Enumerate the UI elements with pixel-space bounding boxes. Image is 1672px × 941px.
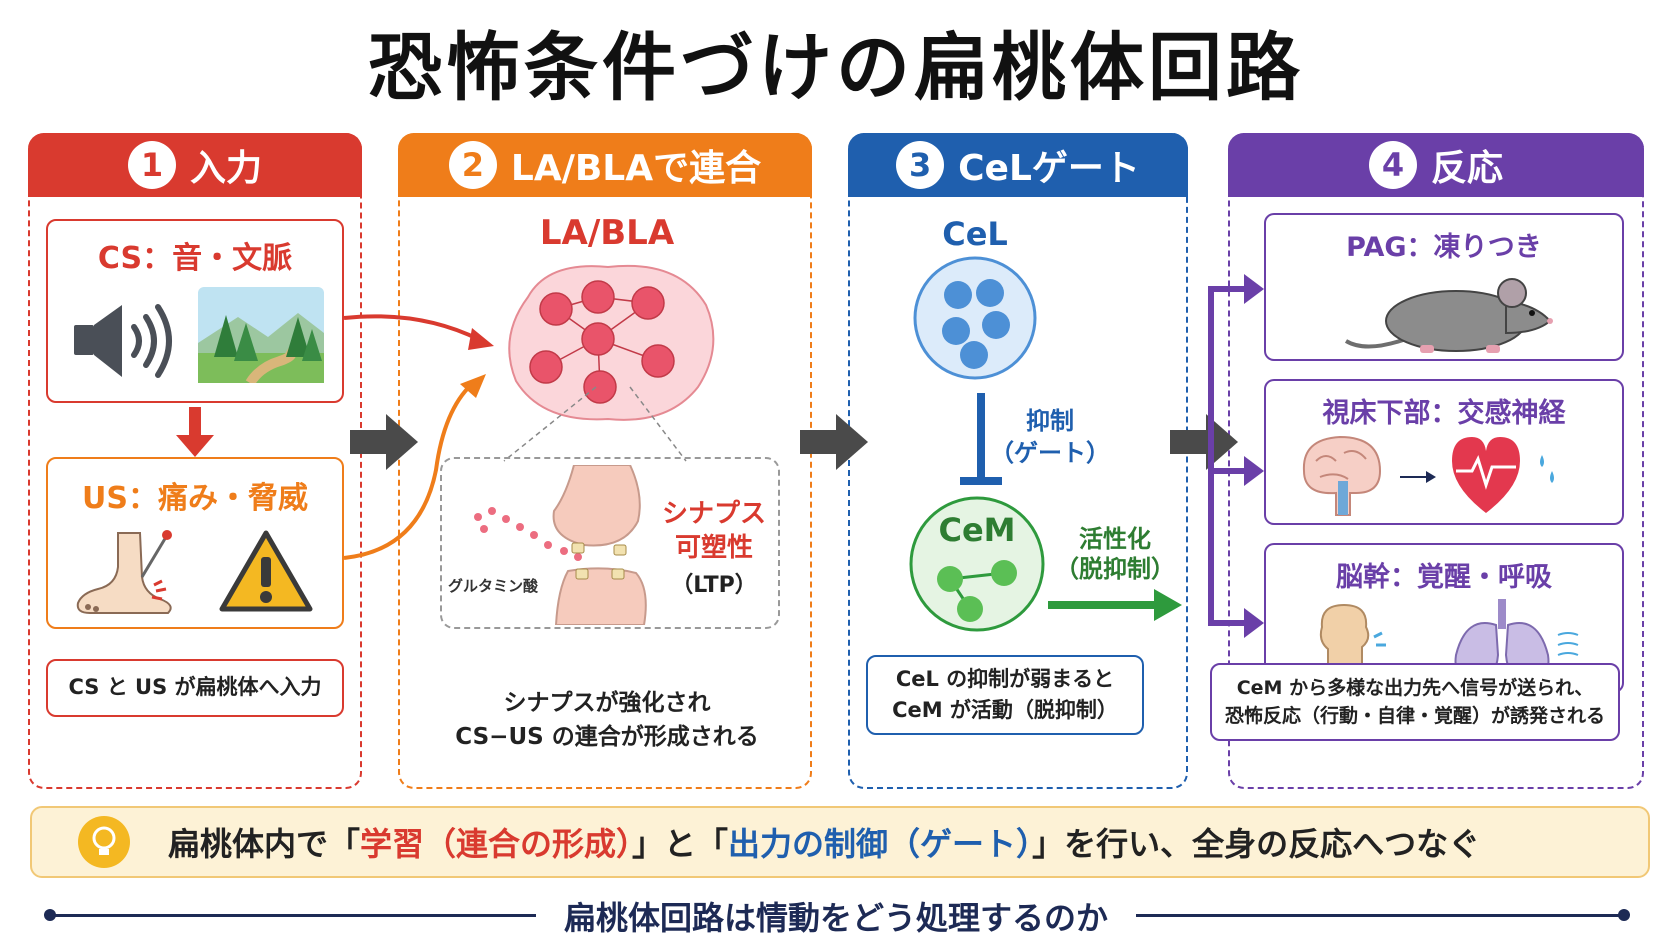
glutamate-label: グルタミン酸 — [448, 577, 539, 595]
us-title: US：痛み・脅威 — [82, 481, 308, 516]
panel-gate: 3 CeLゲート CeL 抑制 （ゲート） CeM 活性化 （脱抑制） CeL … — [848, 133, 1188, 789]
panel-association-title: LA/BLAで連合 — [510, 148, 762, 189]
cs-title: CS：音・文脈 — [97, 241, 293, 276]
summary-learning: 学習（連合の形成） — [360, 825, 633, 863]
panel-response-header: 4 反応 — [1228, 133, 1644, 197]
panel-association: 2 LA/BLAで連合 LA/BLA グ — [398, 133, 812, 789]
cel-cluster-icon — [913, 256, 1037, 380]
foot-icon — [76, 530, 172, 614]
flow-arrow-1 — [350, 414, 418, 470]
response-note: CeM から多様な出力先へ信号が送られ、 恐怖反応（行動・自律・覚醒）が誘発され… — [1210, 663, 1620, 741]
forest-icon — [198, 287, 324, 383]
response-note-line2: 恐怖反応（行動・自律・覚醒）が誘発される — [1224, 705, 1605, 727]
plasticity-line2: 可塑性 — [674, 533, 753, 563]
response-note-line1: CeM から多様な出力先へ信号が送られ、 — [1236, 676, 1594, 699]
panel-input-header: 1 入力 — [28, 133, 362, 197]
hypothalamus-title: 視床下部：交感神経 — [1322, 398, 1566, 429]
pag-box: PAG：凍りつき — [1264, 213, 1624, 361]
step-number: 4 — [1368, 141, 1417, 189]
warning-icon — [219, 530, 313, 612]
small-arrow-icon — [1400, 471, 1436, 483]
activate-line1: 活性化 — [1079, 525, 1151, 553]
panel-input-title: 入力 — [189, 148, 262, 189]
gate-note-line1: CeL の抑制が弱まると — [895, 666, 1115, 691]
synapse-icon — [474, 465, 647, 625]
step-number: 3 — [896, 141, 945, 189]
cs-to-la-arrow — [343, 314, 494, 350]
footer-caption: 扁桃体回路は情動をどう処理するのか — [536, 893, 1136, 939]
brainstem-title: 脳幹：覚醒・呼吸 — [1336, 562, 1552, 593]
hypothalamus-box: 視床下部：交感神経 — [1264, 379, 1624, 525]
summary-part3: 」と「 — [632, 825, 729, 863]
footer-dot-right — [1618, 909, 1630, 921]
summary-bar: 扁桃体内で「学習（連合の形成）」と「出力の制御（ゲート）」を行い、全身の反応へつ… — [30, 806, 1650, 878]
panel-gate-header: 3 CeLゲート — [848, 133, 1188, 197]
activate-arrow-icon — [1048, 589, 1182, 621]
association-note-line2: CS−US の連合が形成される — [455, 724, 759, 750]
ltp-label: （LTP） — [671, 573, 757, 598]
association-note-line1: シナプスが強化され — [503, 690, 711, 716]
summary-part1: 扁桃体内で「 — [168, 825, 361, 863]
inhibit-icon — [960, 393, 1002, 485]
inhibit-line2: （ゲート） — [990, 439, 1110, 467]
step-number: 2 — [448, 141, 497, 189]
panel-association-header: 2 LA/BLAで連合 — [398, 133, 812, 197]
us-to-la-arrow — [343, 374, 486, 560]
brain-icon — [1302, 435, 1382, 516]
cem-label: CeM — [938, 511, 1016, 549]
plasticity-line1: シナプス — [662, 499, 767, 529]
panel-response: 4 反応 PAG：凍りつき 視床下部：交感神経 — [1210, 133, 1644, 789]
lightbulb-icon — [78, 816, 130, 868]
output-branch-arrows — [1208, 274, 1264, 638]
summary-part5: 」を行い、全身の反応へつなぐ — [1032, 825, 1481, 863]
panel-response-title: 反応 — [1430, 148, 1503, 189]
gate-note-line2: CeM が活動（脱抑制） — [892, 698, 1118, 722]
speaker-icon — [74, 304, 172, 378]
cem-cluster-icon — [909, 496, 1045, 632]
zoom-lines — [503, 386, 687, 462]
pag-title: PAG：凍りつき — [1346, 232, 1542, 263]
us-box: US：痛み・脅威 — [46, 457, 344, 629]
step-number: 1 — [127, 141, 176, 189]
gate-note: CeL の抑制が弱まると CeM が活動（脱抑制） — [866, 655, 1144, 735]
brainstem-icon — [1319, 603, 1386, 682]
activate-line2: （脱抑制） — [1055, 555, 1175, 583]
summary-gate: 出力の制御（ゲート） — [728, 825, 1033, 863]
la-bla-label: LA/BLA — [539, 213, 675, 253]
input-note: CS と US が扁桃体へ入力 — [46, 659, 344, 717]
summary-text: 扁桃体内で「学習（連合の形成）」と「出力の制御（ゲート）」を行い、全身の反応へつ… — [168, 819, 1480, 865]
panel-gate-title: CeLゲート — [958, 148, 1140, 189]
inhibit-line1: 抑制 — [1026, 407, 1074, 435]
page-title: 恐怖条件づけの扁桃体回路 — [368, 25, 1304, 111]
synapse-box — [440, 457, 780, 629]
heart-icon — [1452, 437, 1554, 513]
down-arrow-icon — [176, 407, 214, 457]
cel-label: CeL — [942, 215, 1008, 253]
panel-input: 1 入力 CS：音・文脈 US：痛み・脅威 — [28, 133, 362, 789]
rat-icon — [1344, 278, 1553, 353]
flow-arrow-2 — [800, 414, 868, 470]
cs-box: CS：音・文脈 — [46, 219, 344, 403]
la-bla-cluster-icon — [508, 264, 715, 421]
